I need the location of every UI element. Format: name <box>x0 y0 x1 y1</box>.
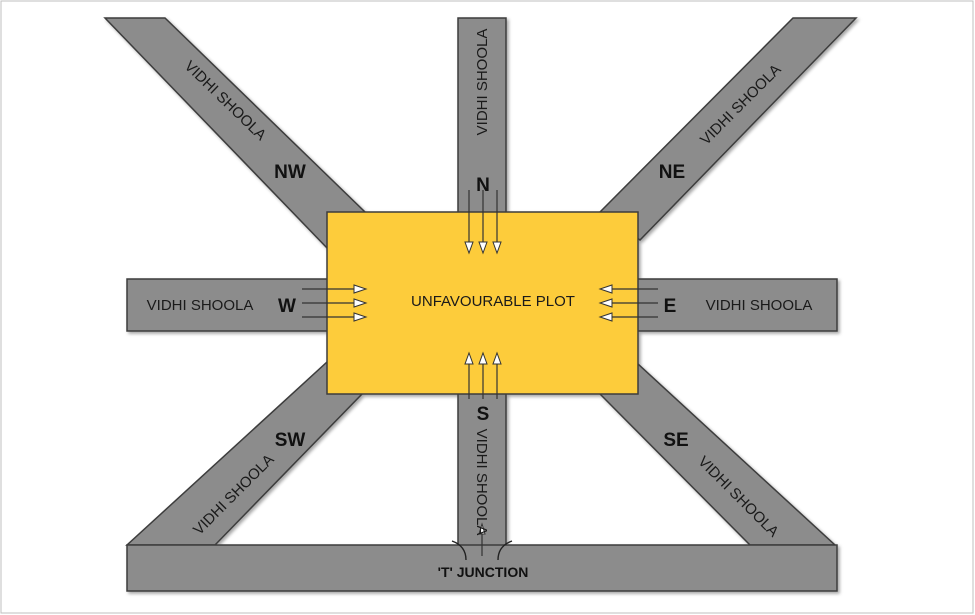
arrows-east <box>598 284 658 322</box>
road-label-south: VIDHI SHOOLA <box>473 429 490 536</box>
direction-label-nw: NW <box>274 162 306 183</box>
direction-label-sw: SW <box>275 430 306 451</box>
road-bottom <box>126 544 838 592</box>
road-west <box>126 278 329 332</box>
direction-label-ne: NE <box>659 162 685 183</box>
arrows-north <box>464 190 502 255</box>
road-label-east: VIDHI SHOOLA <box>706 297 813 314</box>
road-north <box>457 17 507 215</box>
arrows-west <box>302 284 368 322</box>
direction-label-se: SE <box>663 430 688 451</box>
road-northwest <box>103 17 367 250</box>
direction-label-n: N <box>476 175 490 196</box>
junction-label: 'T' JUNCTION <box>438 564 529 580</box>
direction-label-w: W <box>278 296 296 317</box>
arrows-south <box>464 351 502 399</box>
plot-label: UNFAVOURABLE PLOT <box>411 293 575 310</box>
road-east <box>636 278 838 332</box>
t-junction-marks <box>451 522 513 561</box>
road-northeast <box>598 17 858 241</box>
direction-label-e: E <box>664 296 677 317</box>
direction-label-s: S <box>477 404 490 425</box>
road-label-west: VIDHI SHOOLA <box>147 297 254 314</box>
road-label-north: VIDHI SHOOLA <box>474 29 491 136</box>
